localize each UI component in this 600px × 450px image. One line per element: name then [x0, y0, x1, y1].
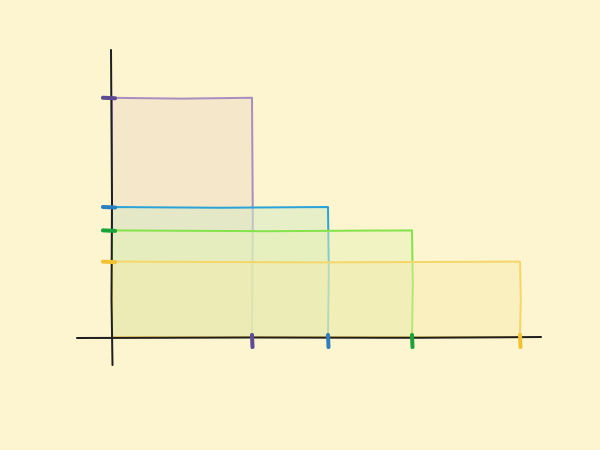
rectangles-layer: [111, 96, 522, 338]
x-tick-purple: [250, 333, 255, 349]
x-axis: [76, 336, 542, 339]
ticks-layer: [101, 95, 523, 349]
x-tick-yellow: [518, 333, 523, 349]
y-tick-green: [101, 228, 117, 233]
x-tick-blue: [326, 333, 331, 349]
axes-layer: [76, 49, 542, 366]
y-axis: [110, 49, 114, 366]
rectangle-yellow: [111, 260, 522, 338]
y-tick-blue: [101, 205, 117, 210]
y-tick-purple: [101, 95, 117, 101]
x-tick-green: [410, 333, 415, 349]
y-tick-yellow: [101, 259, 117, 265]
